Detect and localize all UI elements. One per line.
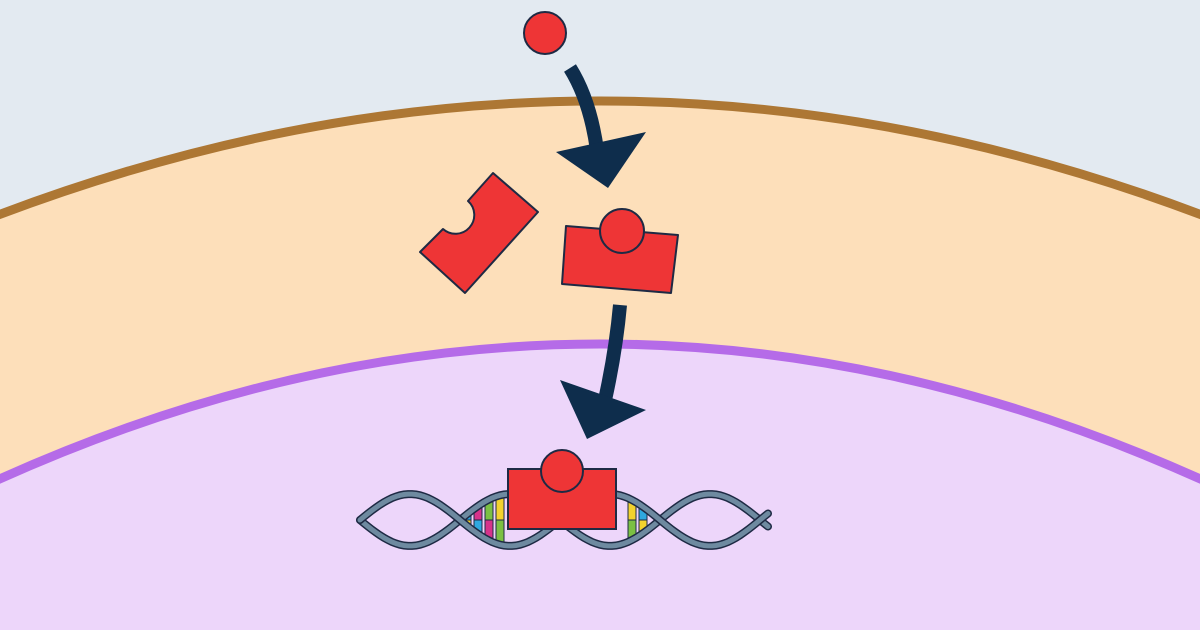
- ligand-icon: [523, 11, 567, 55]
- ligand-receptor-complex-icon: [507, 449, 617, 530]
- receptor-icon: [419, 172, 539, 294]
- nuclear-membrane: [0, 339, 1200, 484]
- ligand-receptor-complex-icon: [561, 208, 679, 294]
- arrow-down-icon: [560, 304, 646, 439]
- cell-membrane: [0, 96, 1200, 220]
- arrow-down-icon: [556, 64, 646, 188]
